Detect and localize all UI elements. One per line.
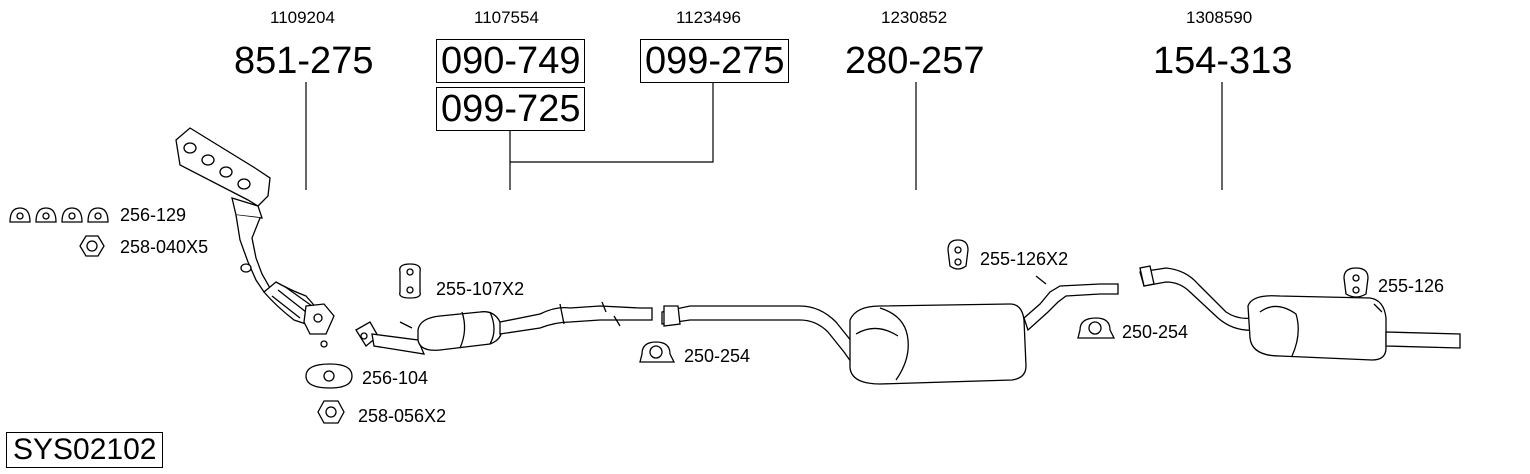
nut-icon: [79, 235, 105, 257]
exhaust-manifold-icon: [175, 127, 335, 348]
part-number-rear-silencer[interactable]: 154-313: [1153, 40, 1293, 82]
gasket-set-icon: [9, 207, 109, 223]
middle-silencer-icon: [661, 275, 1119, 385]
clamp-icon-2: [1077, 317, 1116, 339]
leader-line-front-pipe: [510, 82, 714, 163]
label-nut-2: 258-056X2: [358, 406, 447, 426]
part-number-middle-silencer[interactable]: 280-257: [845, 40, 985, 82]
front-pipe-icon: [499, 301, 653, 335]
part-number-front-pipe[interactable]: 099-275: [640, 39, 790, 83]
label-gasket-set: 256-129: [120, 205, 187, 225]
ref-number-5: 1308590: [1186, 8, 1253, 27]
label-nut-1: 258-040X5: [120, 237, 209, 257]
catalytic-converter-icon: [355, 311, 503, 355]
ref-number-4: 1230852: [881, 8, 948, 27]
ref-number-2: 1107554: [474, 8, 539, 27]
rubber-mount-icon: [399, 263, 421, 299]
label-clamp-2: 250-254: [1122, 322, 1189, 342]
flange-gasket-icon: [305, 363, 353, 389]
label-rubber-mount-3: 255-126: [1378, 276, 1445, 296]
clamp-icon: [639, 341, 676, 363]
rear-silencer-icon: [1139, 265, 1461, 361]
nut-icon-2: [317, 400, 345, 424]
part-number-manifold[interactable]: 851-275: [234, 40, 374, 82]
label-rubber-mount-2: 255-126X2: [980, 249, 1069, 269]
label-gasket-flange: 256-104: [362, 368, 429, 388]
label-clamp-1: 250-254: [684, 346, 751, 366]
rubber-mount-icon-3: [1343, 267, 1369, 298]
part-number-catalyst-2[interactable]: 099-725: [436, 87, 586, 131]
ref-number-3: 1123496: [676, 8, 741, 27]
ref-number-1: 1109204: [270, 8, 335, 27]
system-code: SYS02102: [6, 432, 164, 468]
label-rubber-mount-1: 255-107X2: [436, 279, 525, 299]
part-number-catalyst-1[interactable]: 090-749: [436, 39, 586, 83]
rubber-mount-icon-2: [947, 239, 969, 270]
